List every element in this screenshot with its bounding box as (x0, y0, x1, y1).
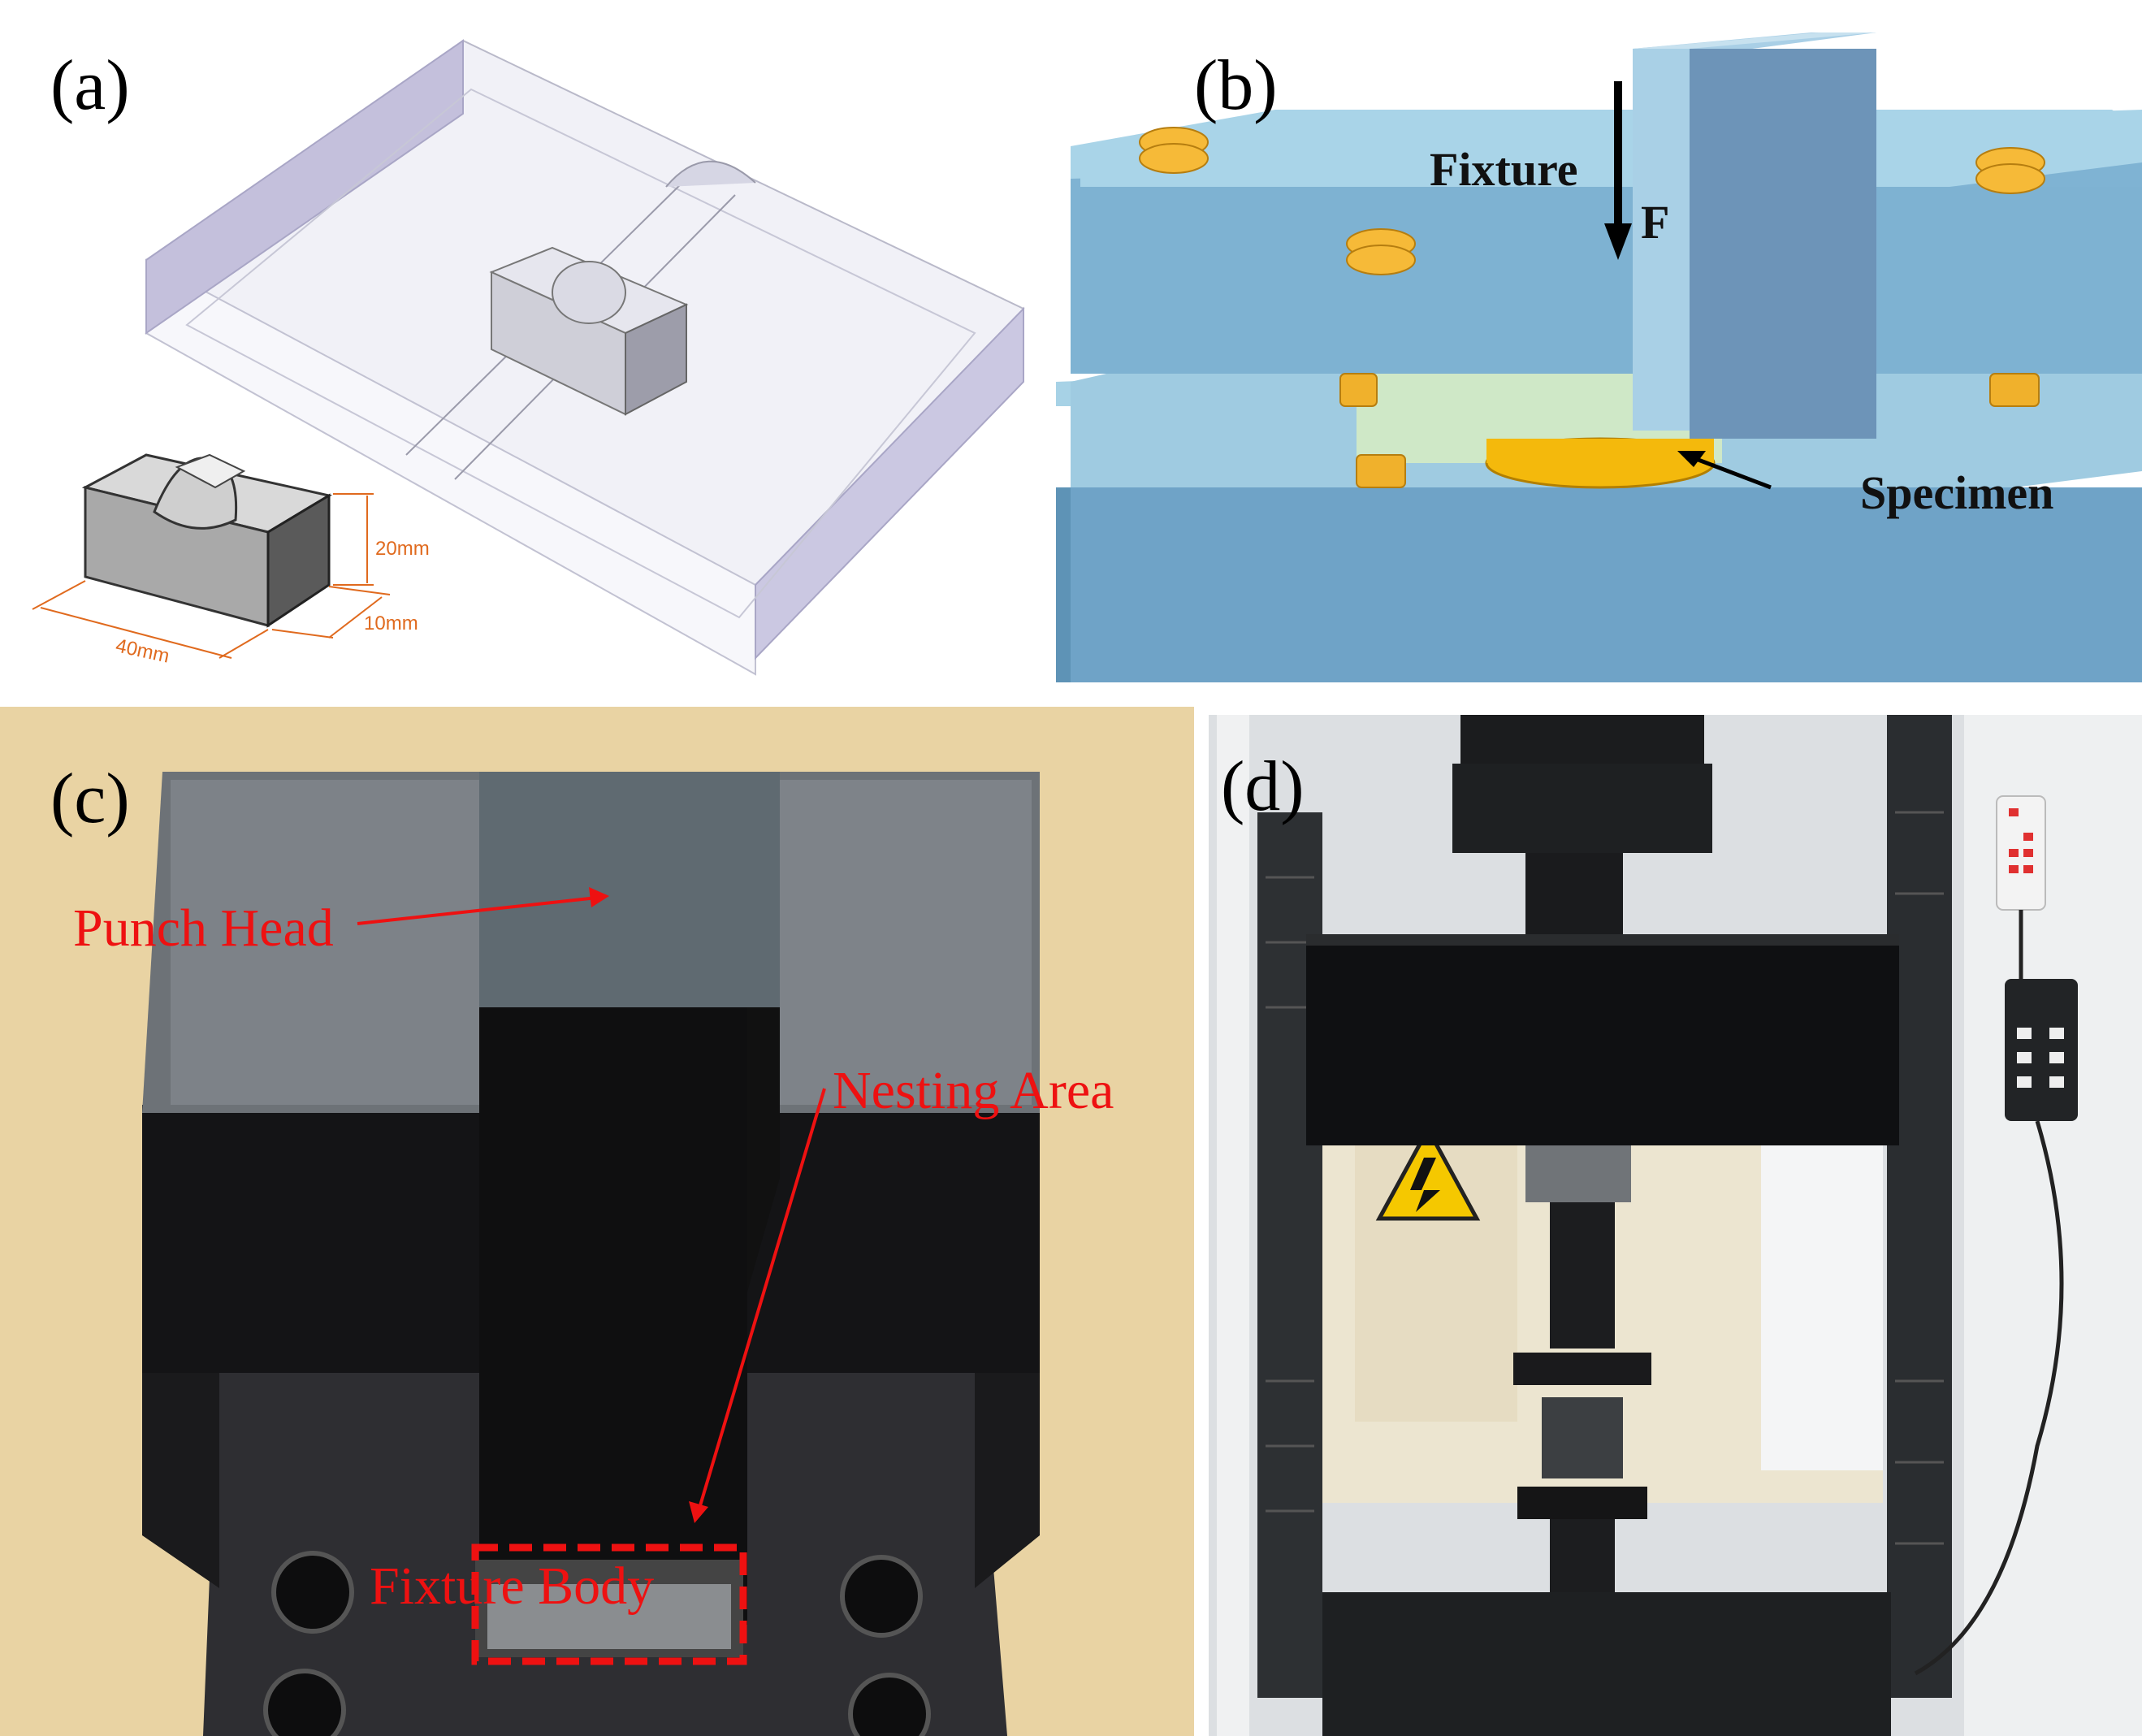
width-dimension-label: 10mm (364, 613, 418, 634)
panel-a: (a) 20mm 10mm 40mm (0, 0, 1056, 682)
panel-a-tag: (a) (50, 46, 130, 125)
panel-d: (d) (1209, 715, 2142, 1736)
testing-machine-photo (1209, 715, 2142, 1736)
nesting-area-label: Nesting Area (833, 1061, 1114, 1120)
panel-c: (c) Punch Head Nesting Area Fixture Body (0, 707, 1194, 1736)
panel-d-tag: (d) (1221, 747, 1305, 826)
fixture-label: Fixture (1430, 143, 1578, 196)
height-dimension-label: 20mm (375, 538, 430, 560)
panel-b: (b) Fixture F Specimen (1056, 0, 2142, 682)
fixture-schematic (1056, 32, 2142, 682)
panel-c-tag: (c) (50, 760, 130, 838)
force-label: F (1641, 196, 1670, 249)
punch-head-label: Punch Head (73, 898, 334, 958)
fixture-body-label: Fixture Body (370, 1556, 655, 1616)
panel-b-tag: (b) (1194, 46, 1278, 125)
fixture-photo (0, 707, 1194, 1736)
specimen-cad-drawing (32, 39, 1025, 676)
specimen-label: Specimen (1860, 466, 2054, 519)
